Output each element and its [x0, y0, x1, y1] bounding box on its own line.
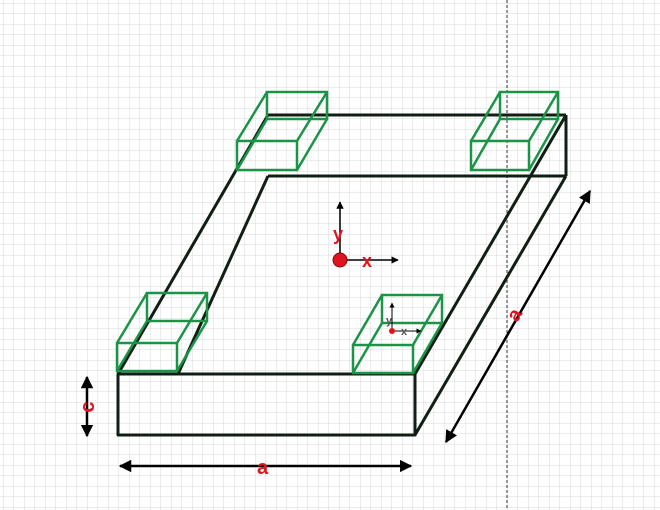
- local-axis-y-label: y: [386, 315, 393, 327]
- axis-x-label: x: [362, 251, 372, 271]
- local-axes: y x: [386, 302, 422, 338]
- support-box-back-right: [469, 90, 560, 172]
- plate-frame: [116, 113, 568, 437]
- origin-point: [332, 252, 348, 268]
- support-box-back-left: [235, 90, 329, 172]
- origin-axes: y x: [332, 201, 399, 271]
- height-label: c: [77, 401, 99, 412]
- axis-y-label: y: [333, 224, 343, 244]
- support-box-front-right: [351, 293, 444, 375]
- local-axis-x-label: x: [401, 326, 408, 338]
- local-origin-point: [389, 328, 395, 334]
- dimension-width: a: [118, 457, 413, 479]
- dimension-height: c: [77, 375, 99, 438]
- support-box-front-left: [115, 291, 209, 373]
- width-label: a: [257, 457, 269, 479]
